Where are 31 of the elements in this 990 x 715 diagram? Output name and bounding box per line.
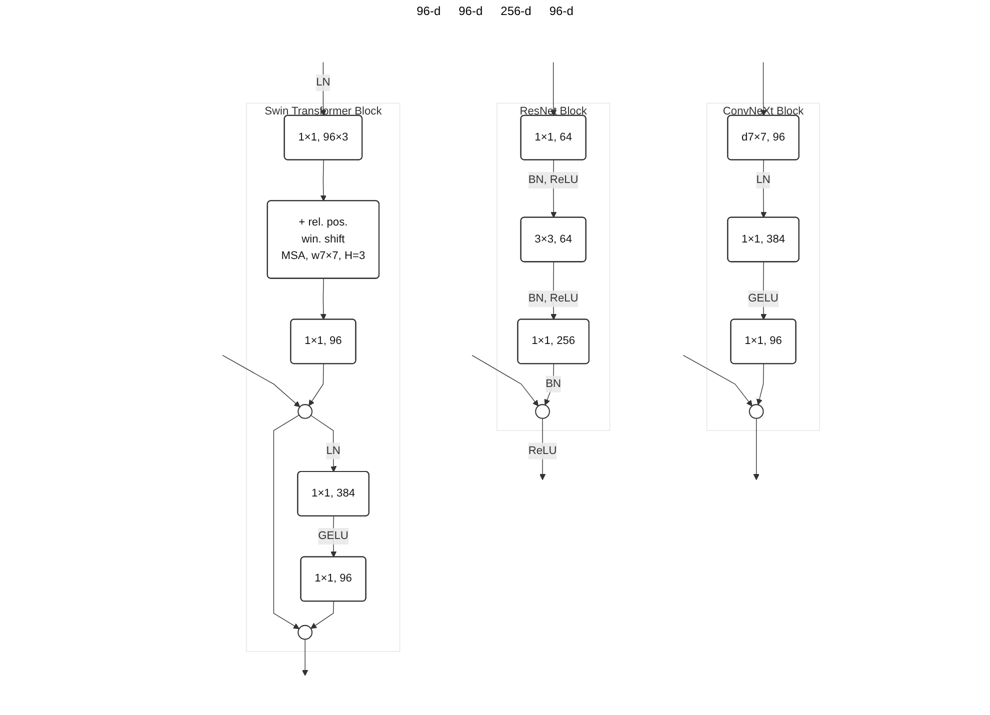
dimension-label: 256-d [500,4,532,18]
arrow [273,414,300,629]
arrow [544,363,554,405]
edge-label: LN [316,76,330,88]
node-circle [298,624,313,640]
edge-label: BN, ReLU [528,292,578,304]
edge-label: BN [546,377,562,390]
node-circle [535,404,550,418]
arrow [320,159,326,201]
arrow [756,363,764,405]
arrow [222,354,300,407]
arrow [753,418,760,480]
dimension-label: 96-d [549,4,574,18]
arrow [302,638,308,676]
node-circle [748,404,764,418]
arrow [760,61,767,116]
edge-label: GELU [748,292,778,304]
edge-label: ReLU [528,444,557,456]
dimension-label: 96-d [458,4,483,18]
arrow [308,363,324,406]
arrow [682,354,752,406]
node-circle [298,404,313,418]
arrow [310,600,334,628]
arrow [320,278,326,320]
arrow [472,354,539,406]
arrow [550,61,557,116]
edge-label: GELU [318,530,348,542]
edge-label: BN, ReLU [528,173,578,186]
dimension-label: 96-d [416,4,441,18]
edge-label: LN [326,444,340,456]
edge-label: LN [756,173,770,186]
